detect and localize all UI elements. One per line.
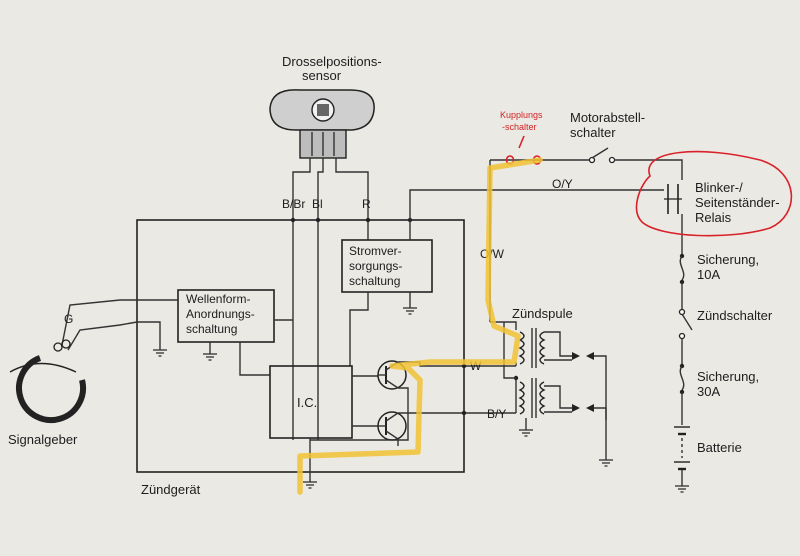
power-supply-label-3: schaltung [349,274,400,288]
ignition-unit-label: Zündgerät [141,482,201,497]
wire-label-o-y: O/Y [552,177,573,191]
throttle-sensor-label-1: Drosselpositions- [282,54,382,69]
power-supply-label-1: Stromver- [349,244,402,258]
fuse-10a [679,255,685,281]
signal-generator: Signalgeber [8,355,87,447]
relay-label-2: Seitenständer- [695,195,780,210]
wire-label-o-w: O/W [480,247,505,261]
waveform-label-3: schaltung [186,322,237,336]
ignition-coil-upper [518,328,546,368]
power-supply-box [341,239,433,293]
fuse-30a [679,365,685,391]
ic-label: I.C. [297,395,317,410]
fuse10-label-2: 10A [697,267,720,282]
ignition-switch [678,308,693,340]
waveform-shaping-box [177,289,275,343]
battery-label: Batterie [697,440,742,455]
ic-box [269,365,353,439]
fuse30-label-2: 30A [697,384,720,399]
clutch-switch-label-1: Kupplungs [500,110,543,120]
power-supply-label-2: sorgungs- [349,259,402,273]
kill-switch-label-1: Motorabstell- [570,110,645,125]
kill-switch [588,147,616,164]
wire-bl [317,158,324,440]
wire-label-bl: Bl [312,197,323,211]
waveform-label-1: Wellenform- [186,292,250,306]
relay-label-1: Blinker-/ [695,180,743,195]
wire-label-r: R [362,197,371,211]
ignition-switch-label: Zündschalter [697,308,773,323]
ignition-coil-label: Zündspule [512,306,573,321]
transistor-lower [377,411,407,441]
wire-b-br [292,158,311,440]
wire-r [335,158,369,240]
waveform-label-2: Anordnungs- [186,307,255,321]
pickup-label-g: G [64,312,73,326]
pickup-coil [53,339,71,352]
ignition-unit-box [136,219,465,473]
pickup-wire-1 [61,299,137,346]
spark-plug-upper [572,352,607,420]
throttle-sensor-label-2: sensor [302,68,342,83]
spark-plug-lower [572,404,607,460]
relay-annotation-circle [635,150,793,237]
throttle-position-sensor: Drosselpositions- sensor [269,54,382,159]
highlighted-circuit-path [297,157,543,495]
relay [664,184,683,246]
ignition-coil-lower [518,378,546,418]
kill-switch-label-2: schalter [570,125,616,140]
wire-label-b-br: B/Br [282,197,305,211]
sensor-shaft-key [317,104,329,116]
fuse10-label-1: Sicherung, [697,252,759,267]
fuse30-label-1: Sicherung, [697,369,759,384]
pickup-wire-2 [67,321,138,351]
clutch-switch-arrow [518,135,525,149]
clutch-switch-label-2: -schalter [502,122,537,132]
signal-generator-label: Signalgeber [8,432,78,447]
wire-label-b-y: B/Y [487,407,506,421]
battery-symbol [674,426,690,471]
relay-label-3: Relais [695,210,732,225]
